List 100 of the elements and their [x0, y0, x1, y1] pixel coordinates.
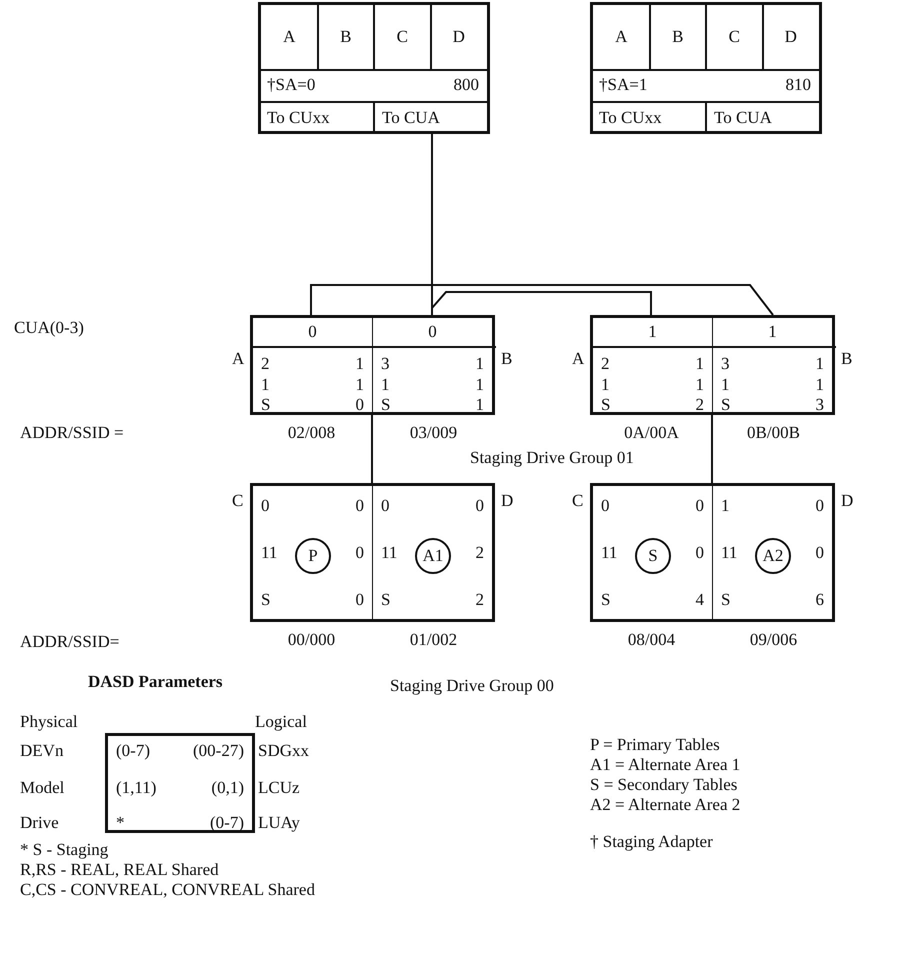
cell-value: S: [261, 395, 270, 415]
text-label: DASD Parameters: [88, 672, 223, 692]
cell-value: A: [614, 27, 628, 47]
text-label: Drive: [20, 813, 59, 833]
text-label: A1 = Alternate Area 1: [590, 755, 740, 775]
control-unit-box: [250, 315, 373, 415]
port-letter: C: [572, 491, 584, 511]
text-label: ADDR/SSID=: [20, 632, 120, 652]
cell-value: 0: [356, 543, 364, 563]
cell-value: (0,1): [211, 778, 244, 798]
cell-value: 0: [261, 496, 270, 516]
cell-value: 1: [356, 375, 364, 395]
cell-value: C: [396, 27, 409, 47]
port-letter: D: [841, 491, 854, 511]
address-label: 08/004: [626, 630, 676, 650]
address-label: 02/008: [286, 423, 336, 443]
cell-value: To CUxx: [267, 108, 330, 128]
text-label: C,CS - CONVREAL, CONVREAL Shared: [20, 880, 315, 900]
cell-value: (1,11): [116, 778, 156, 798]
cell-value: S: [601, 590, 610, 610]
cell-value: 1: [647, 322, 658, 342]
cell-value: 6: [816, 590, 824, 610]
cell-value: 800: [454, 75, 479, 95]
cell-value: 1: [476, 375, 484, 395]
cell-value: B: [339, 27, 352, 47]
cell-value: †SA=1: [599, 75, 648, 95]
text-label: LCUz: [258, 778, 300, 798]
text-label: LUAy: [258, 813, 300, 833]
address-label: 00/000: [286, 630, 336, 650]
address-label: 09/006: [748, 630, 798, 650]
text-label: P = Primary Tables: [590, 735, 720, 755]
text-label: DEVn: [20, 741, 64, 761]
drive-box: [712, 483, 835, 622]
cell-value: D: [452, 27, 466, 47]
text-label: SDGxx: [258, 741, 310, 761]
port-letter: B: [841, 349, 852, 369]
circled-mark: A2: [755, 538, 791, 574]
cell-value: 0: [816, 496, 824, 516]
cell-value: 2: [696, 395, 704, 415]
text-label: S = Secondary Tables: [590, 775, 738, 795]
cell-value: 1: [721, 375, 730, 395]
cell-value: 1: [476, 395, 484, 415]
cell-value: 4: [696, 590, 704, 610]
text-label: Staging Drive Group 00: [390, 676, 554, 696]
port-letter: C: [232, 491, 244, 511]
cell-value: 0: [696, 543, 704, 563]
cell-value: 810: [786, 75, 811, 95]
cell-value: *: [116, 813, 124, 833]
cell-value: S: [721, 590, 730, 610]
cell-value: 0: [381, 496, 390, 516]
cell-value: S: [261, 590, 270, 610]
address-label: 03/009: [408, 423, 458, 443]
cell-value: 0: [816, 543, 824, 563]
port-letter: A: [232, 349, 244, 369]
cell-value: A: [282, 27, 296, 47]
cell-value: B: [671, 27, 684, 47]
text-label: R,RS - REAL, REAL Shared: [20, 860, 219, 880]
text-label: Physical: [20, 712, 78, 732]
text-label: Model: [20, 778, 64, 798]
circled-mark: S: [635, 538, 671, 574]
cell-value: 0: [356, 496, 364, 516]
cell-value: 3: [721, 354, 730, 374]
text-label: * S - Staging: [20, 840, 108, 860]
address-label: 0A/00A: [623, 423, 680, 443]
address-label: 0B/00B: [746, 423, 801, 443]
cell-value: To CUxx: [599, 108, 662, 128]
control-unit-box: [712, 315, 835, 415]
control-unit-box: [590, 315, 713, 415]
drive-box: [590, 483, 713, 622]
cell-value: S: [721, 395, 730, 415]
cell-value: 1: [476, 354, 484, 374]
cell-value: To CUA: [382, 108, 440, 128]
cell-value: 1: [261, 375, 270, 395]
cell-value: C: [728, 27, 741, 47]
text-label: ADDR/SSID =: [20, 423, 124, 443]
parameter-box: [105, 733, 255, 833]
cell-value: 11: [721, 543, 738, 563]
cell-value: 1: [696, 354, 704, 374]
cell-value: 1: [601, 375, 610, 395]
cell-value: 0: [601, 496, 610, 516]
cell-value: 0: [476, 496, 484, 516]
director-box: [258, 2, 490, 134]
circled-mark: P: [295, 538, 331, 574]
cell-value: 11: [601, 543, 618, 563]
cell-value: 0: [356, 395, 364, 415]
text-label: † Staging Adapter: [590, 832, 713, 852]
cell-value: 0: [427, 322, 438, 342]
cell-value: 2: [476, 590, 484, 610]
control-unit-box: [372, 315, 495, 415]
cell-value: D: [784, 27, 798, 47]
cell-value: (0-7): [116, 741, 150, 761]
cell-value: (0-7): [210, 813, 244, 833]
address-label: 01/002: [408, 630, 458, 650]
text-label: CUA(0-3): [14, 318, 84, 338]
cell-value: 11: [381, 543, 398, 563]
cell-value: To CUA: [714, 108, 772, 128]
cell-value: 2: [601, 354, 610, 374]
connector-line: [371, 415, 373, 483]
port-letter: A: [572, 349, 584, 369]
cell-value: S: [381, 590, 390, 610]
